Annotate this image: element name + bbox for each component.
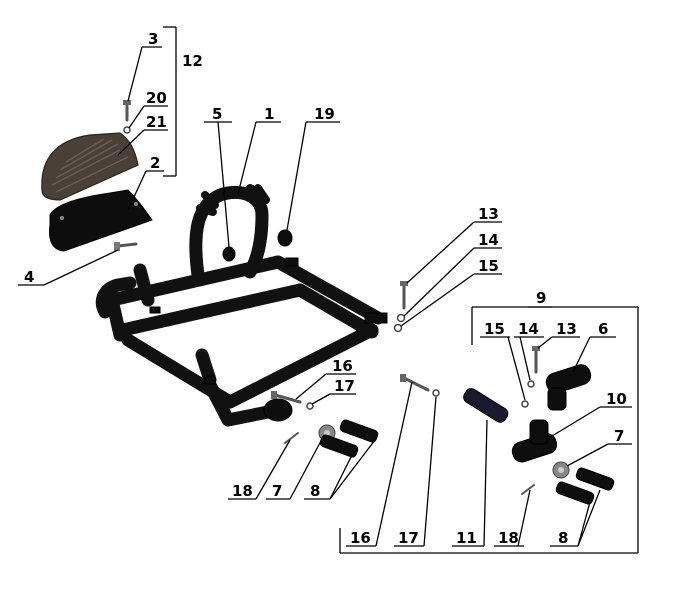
callout-1: 1 bbox=[264, 105, 274, 123]
part-15-washer-upper bbox=[393, 323, 403, 333]
callout-3: 3 bbox=[148, 30, 158, 48]
callout-4: 4 bbox=[24, 268, 34, 286]
callout-13-group: 13 bbox=[556, 320, 577, 338]
callout-15-upper: 15 bbox=[478, 257, 499, 275]
callout-17-left: 17 bbox=[334, 377, 355, 395]
part-15-washer-group bbox=[521, 400, 529, 408]
part-1-frame bbox=[95, 184, 388, 427]
callout-12: 12 bbox=[182, 52, 203, 70]
group-9-bracket bbox=[339, 306, 639, 554]
part-14-washer-upper bbox=[396, 313, 406, 323]
callout-7-left: 7 bbox=[272, 482, 282, 500]
callout-15-group: 15 bbox=[484, 320, 505, 338]
part-21-rubber-mat bbox=[41, 132, 139, 201]
callout-16-left: 16 bbox=[332, 357, 353, 375]
part-10-roller-arm bbox=[511, 419, 558, 463]
callout-17-center: 17 bbox=[398, 529, 419, 547]
callout-20: 20 bbox=[146, 89, 167, 107]
part-16-bolt-center bbox=[400, 374, 430, 392]
callout-14-upper: 14 bbox=[478, 231, 499, 249]
part-11-grip bbox=[463, 388, 509, 423]
callout-labels: 3 12 20 21 2 4 5 1 19 13 14 15 9 15 14 1… bbox=[24, 30, 627, 547]
part-7-bearing-right bbox=[552, 461, 570, 479]
callout-21: 21 bbox=[146, 113, 167, 131]
part-14-washer-group bbox=[527, 380, 535, 388]
part-13-bolt-group bbox=[532, 346, 540, 374]
part-16-bolt-left bbox=[271, 391, 302, 404]
part-17-washer-center bbox=[432, 389, 440, 397]
callout-8-right: 8 bbox=[558, 529, 568, 547]
part-19-cap bbox=[277, 229, 293, 247]
part-17-washer-left bbox=[306, 402, 314, 410]
part-4-bolt bbox=[114, 242, 138, 251]
part-20-washer bbox=[123, 126, 131, 134]
callout-13-upper: 13 bbox=[478, 205, 499, 223]
part-13-bolt-upper bbox=[400, 281, 408, 310]
part-18-pin-left bbox=[284, 432, 299, 444]
part-3-screw bbox=[123, 100, 131, 122]
callout-9: 9 bbox=[536, 289, 546, 307]
part-6-roller-arm bbox=[545, 364, 592, 411]
callout-5: 5 bbox=[212, 105, 222, 123]
callout-7-right: 7 bbox=[614, 427, 624, 445]
callout-18-right: 18 bbox=[498, 529, 519, 547]
callout-10: 10 bbox=[606, 390, 627, 408]
callout-8-left: 8 bbox=[310, 482, 320, 500]
callout-14-group: 14 bbox=[518, 320, 539, 338]
leader-lines bbox=[18, 46, 632, 547]
callout-16-center: 16 bbox=[350, 529, 371, 547]
part-5-bumper bbox=[222, 246, 236, 262]
callout-11: 11 bbox=[456, 529, 477, 547]
group-12-bracket bbox=[163, 26, 177, 177]
part-2-step-plate bbox=[49, 189, 153, 252]
callout-18-left: 18 bbox=[232, 482, 253, 500]
part-8-pads-right bbox=[555, 467, 615, 505]
callout-2: 2 bbox=[150, 154, 160, 172]
part-18-pin-right bbox=[521, 484, 535, 495]
callout-19: 19 bbox=[314, 105, 335, 123]
callout-6: 6 bbox=[598, 320, 608, 338]
